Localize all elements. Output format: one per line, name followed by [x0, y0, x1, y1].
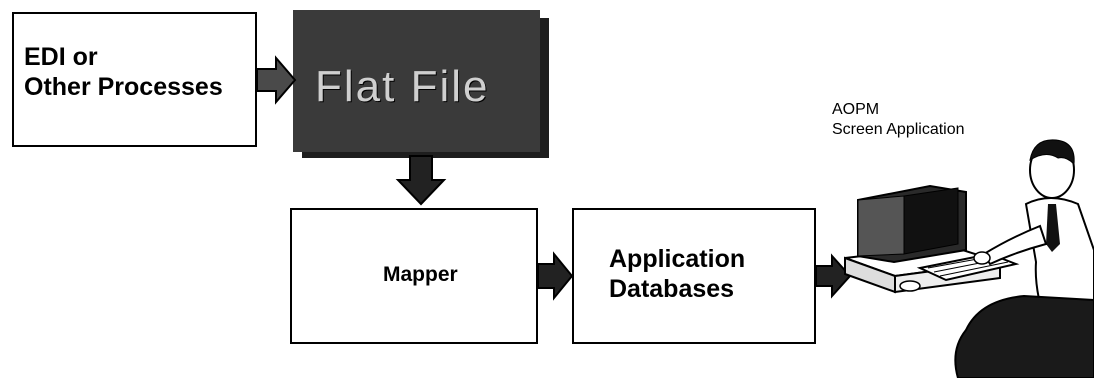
aopm-label: AOPM Screen Application: [832, 100, 965, 140]
application-databases-line1: Application: [609, 245, 746, 273]
edi-box: [12, 12, 257, 147]
application-databases-line2: Databases: [609, 275, 735, 303]
arrow-right-icon: [815, 253, 852, 299]
application-databases-label: Application Databases: [609, 244, 745, 304]
flat-file-box: [293, 10, 540, 152]
computer-user-icon: [844, 139, 1094, 378]
edi-label-line1: EDI or: [24, 43, 98, 71]
arrow-down-icon: [395, 155, 447, 206]
edi-label: EDI or Other Processes: [24, 42, 223, 102]
flat-file-label: Flat File: [315, 62, 490, 111]
edi-label-line2: Other Processes: [24, 73, 223, 101]
aopm-label-line2: Screen Application: [832, 121, 965, 138]
arrow-right-icon: [256, 55, 297, 105]
arrow-right-icon: [537, 251, 574, 301]
mapper-label: Mapper: [383, 263, 458, 286]
aopm-label-line1: AOPM: [832, 101, 880, 118]
